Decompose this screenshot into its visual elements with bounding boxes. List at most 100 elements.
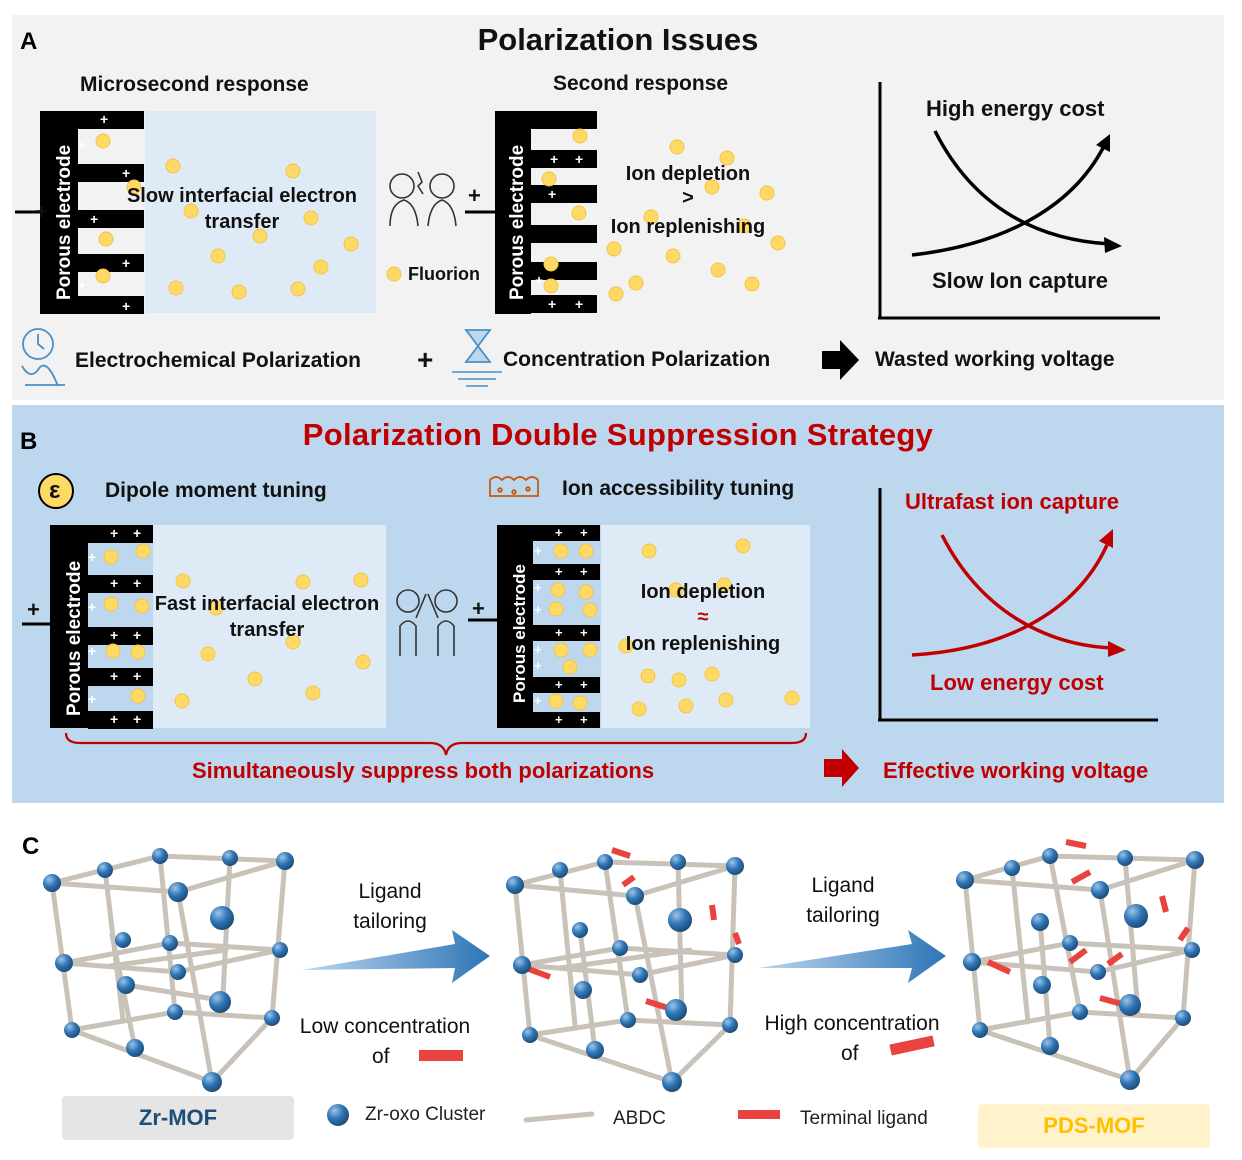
high-five-people-icon [396, 589, 458, 656]
concentration-polarization: Concentration Polarization [503, 348, 771, 371]
electrochemical-polarization: Electrochemical Polarization [75, 349, 361, 372]
panel-a-title: Polarization Issues [477, 22, 759, 57]
effective-voltage: Effective working voltage [883, 758, 1149, 783]
step2-concentration: High concentration of [764, 1012, 940, 1065]
svg-text:+: + [110, 627, 118, 643]
svg-text:+: + [534, 580, 542, 595]
legend-terminal-text: Terminal ligand [800, 1108, 928, 1129]
svg-text:+: + [580, 712, 588, 727]
stopwatch-icon [21, 328, 65, 387]
svg-text:+: + [548, 186, 556, 202]
defect-mof-nodes [506, 854, 744, 1092]
plus-terminal-b1: + [27, 597, 40, 622]
tailoring-arrow-1 [302, 930, 490, 983]
svg-text:+: + [78, 277, 86, 293]
panel-a-letter: A [20, 28, 38, 55]
red-arrow-right-icon [824, 749, 859, 787]
svg-text:+: + [555, 712, 563, 727]
hourglass-icon [452, 329, 502, 387]
svg-text:+: + [555, 525, 563, 540]
svg-text:+: + [133, 575, 141, 591]
electrode-comb-b1 [50, 525, 153, 729]
electrolyte-cell-b2 [601, 525, 810, 728]
curly-brace [64, 732, 808, 756]
legend-abdc-icon [523, 1111, 595, 1123]
svg-text:+: + [534, 658, 542, 673]
ion-depletion-b: Ion depletion [640, 581, 766, 603]
step1-concentration: Low concentration of [299, 1015, 471, 1068]
svg-text:+: + [100, 111, 108, 127]
svg-text:+: + [534, 642, 542, 657]
svg-text:+: + [548, 296, 556, 312]
panel-c-letter: C [22, 833, 40, 860]
curve-b-bottom-label: Low energy cost [930, 670, 1104, 695]
svg-text:+: + [534, 693, 542, 708]
svg-text:+: + [122, 165, 130, 181]
legend-abdc-text: ABDC [613, 1108, 666, 1129]
curve-b-top-label: Ultrafast ion capture [905, 489, 1119, 514]
svg-text:+: + [580, 525, 588, 540]
defect-mof-framework [512, 859, 738, 1085]
svg-text:+: + [580, 625, 588, 640]
svg-text:+: + [550, 151, 558, 167]
suppress-text: Simultaneously suppress both polarizatio… [192, 758, 655, 783]
legend-cluster-text: Zr-oxo Cluster [365, 1104, 486, 1125]
tailoring-arrow-2 [758, 930, 946, 983]
plus-terminal-a1: + [35, 199, 48, 224]
pds-mof-terminal-ligands [986, 839, 1191, 1007]
ion-replenishing-b: Ion replenishing [625, 633, 781, 655]
wasted-voltage: Wasted working voltage [875, 348, 1115, 371]
second-heading: Second response [553, 72, 729, 95]
electrode-comb-a2 [495, 111, 597, 314]
svg-text:+: + [110, 668, 118, 684]
energy-curve-a [878, 82, 1160, 320]
accessibility-tuning: Ion accessibility tuning [562, 477, 795, 500]
svg-text:+: + [575, 151, 583, 167]
svg-text:+: + [88, 691, 96, 707]
electrode-comb-a1 [40, 111, 144, 314]
pds-mof-nodes [956, 848, 1204, 1090]
svg-text:+: + [88, 599, 96, 615]
porous-membrane-icon [489, 476, 539, 497]
electrolyte-cell-a1 [145, 111, 376, 313]
defect-mof-terminal-ligands [524, 847, 742, 1011]
svg-text:+: + [534, 602, 542, 617]
svg-text:+: + [534, 543, 542, 558]
gt-symbol: > [682, 187, 694, 209]
plus-sign: + [417, 344, 434, 375]
svg-text:+: + [555, 564, 563, 579]
curve-a-top-label: High energy cost [926, 96, 1105, 121]
svg-text:+: + [110, 711, 118, 727]
arguing-people-icon [389, 171, 457, 227]
panel-b-letter: B [20, 428, 38, 455]
panel-b-title: Polarization Double Suppression Strategy [302, 417, 934, 452]
epsilon-symbol: ε [49, 477, 61, 504]
microsecond-heading: Microsecond response [80, 73, 309, 96]
svg-text:+: + [133, 627, 141, 643]
svg-text:+: + [88, 549, 96, 565]
svg-text:+: + [575, 296, 583, 312]
arrow-right-icon [822, 340, 859, 380]
svg-text:+: + [122, 298, 130, 314]
slow-transfer-text: Slow interfacial electron transfer [126, 185, 358, 233]
legend-cluster-icon [327, 1104, 349, 1126]
svg-text:+: + [90, 211, 98, 227]
svg-text:+: + [535, 272, 543, 288]
svg-text:+: + [78, 137, 86, 153]
dipole-tuning: Dipole moment tuning [105, 479, 327, 502]
legend-terminal-icon [738, 1110, 780, 1119]
pds-mof-label: PDS-MOF [978, 1104, 1210, 1148]
zr-mof-nodes [43, 848, 294, 1092]
svg-text:+: + [133, 711, 141, 727]
svg-text:+: + [133, 668, 141, 684]
svg-text:+: + [580, 677, 588, 692]
electrolyte-cell-b1 [153, 525, 386, 728]
plus-terminal-b2: + [472, 596, 485, 621]
epsilon-badge-icon [38, 473, 74, 509]
svg-text:+: + [122, 255, 130, 271]
fluorion-label: Fluorion [408, 264, 480, 284]
